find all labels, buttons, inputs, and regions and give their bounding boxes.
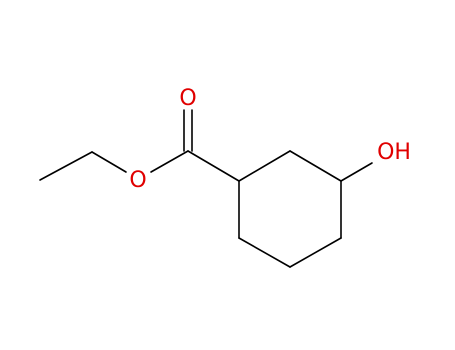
bond-ch2-o-ester: [91, 151, 127, 173]
ring-bond-2: [289, 150, 342, 182]
ring-bond-4: [289, 237, 342, 268]
ester-oxygen-label: O: [129, 168, 146, 193]
carbonyl-oxygen-label: O: [179, 86, 196, 111]
bond-o-ester-c-carbonyl: [150, 150, 189, 173]
bond-c-carbonyl-ring: [187, 150, 240, 182]
bond-ring-oh: [340, 162, 373, 182]
ring-bond-5: [238, 237, 291, 268]
ring-bond-1: [238, 150, 291, 182]
bond-ch3-ch2: [39, 151, 93, 181]
hydroxyl-label: OH: [377, 140, 411, 165]
